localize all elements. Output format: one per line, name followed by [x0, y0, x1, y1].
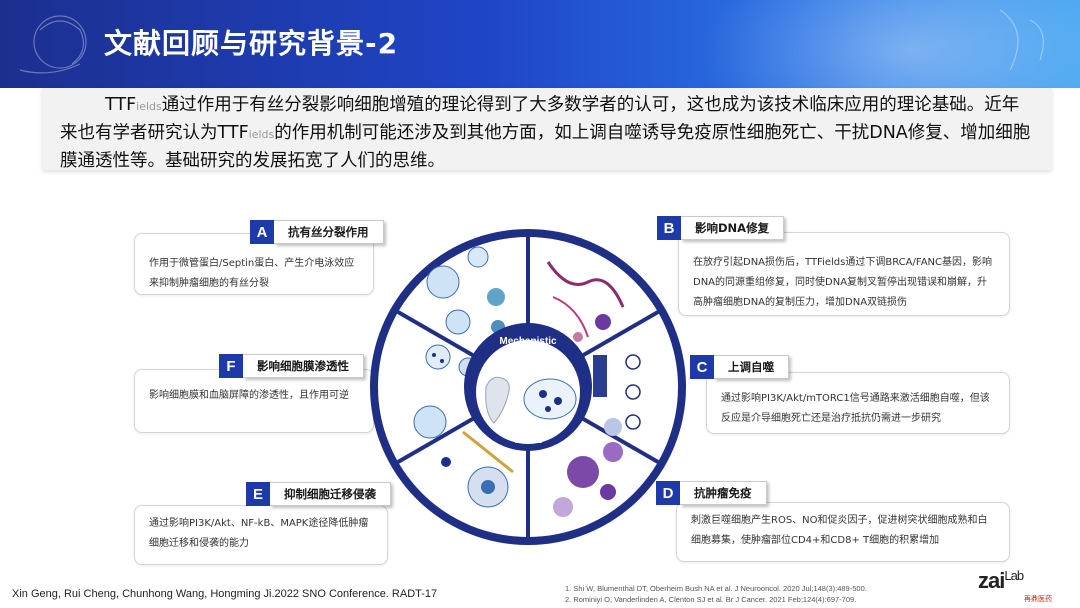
tag-b-letter: B — [657, 216, 681, 240]
tag-a: A 抗有丝分裂作用 — [250, 220, 384, 244]
footer-citation: Xin Geng, Rui Cheng, Chunhong Wang, Hong… — [12, 588, 438, 600]
intro-line1-small: ields — [136, 100, 162, 113]
panel-f: 影响细胞膜和血脑屏障的渗透性，且作用可逆 — [134, 369, 374, 433]
tag-f: F 影响细胞膜渗透性 — [219, 354, 364, 378]
panel-b-text: 在放疗引起DNA损伤后，TTFields通过下调BRCA/FANC基因，影响DN… — [693, 257, 992, 308]
header-banner: 文献回顾与研究背景-2 — [0, 0, 1080, 88]
panel-f-text: 影响细胞膜和血脑屏障的渗透性，且作用可逆 — [149, 390, 349, 401]
tag-c: C 上调自噬 — [690, 355, 789, 379]
header-glow — [700, 0, 1080, 88]
tag-d-letter: D — [656, 481, 680, 505]
sector-c-art — [593, 354, 641, 436]
intro-line1-a: TTF — [105, 95, 137, 115]
intro-paragraph: TTFields通过作用于有丝分裂影响细胞增殖的理论得到了大多数学者的认可，这也… — [60, 92, 1036, 174]
company-logo: zaiLab 再鼎医药 — [978, 568, 1070, 604]
tag-d: D 抗肿瘤免疫 — [656, 481, 767, 505]
tag-f-letter: F — [219, 354, 243, 378]
diagram-center-line1: Mechanistic — [499, 336, 557, 347]
logo-subtext: 再鼎医药 — [1024, 595, 1052, 603]
panel-e-text: 通过影响PI3K/Akt、NF-kB、MAPK途径降低肿瘤细胞迁移和侵袭的能力 — [149, 518, 369, 549]
intro-box: TTFields通过作用于有丝分裂影响细胞增殖的理论得到了大多数学者的认可，这也… — [42, 88, 1052, 171]
panel-c-text: 通过影响PI3K/Akt/mTORC1信号通路来激活细胞自噬，但该反应是介导细胞… — [721, 393, 990, 424]
tag-d-label: 抗肿瘤免疫 — [680, 481, 767, 505]
intro-line2-small: ields — [248, 128, 275, 141]
tag-a-label: 抗有丝分裂作用 — [274, 220, 384, 244]
panel-d: 刺激巨噬细胞产生ROS、NO和促炎因子，促进树突状细胞成熟和白细胞募集，使肿瘤部… — [676, 502, 1010, 562]
logo-sup: Lab — [1004, 568, 1024, 583]
intro-line2-a: 论基础。近年来也有学者研究认为TTF — [60, 95, 1020, 143]
footer-references: 1. Shi W, Blumenthal DT, Oberheim Bush N… — [565, 583, 867, 605]
tag-e: E 抑制细胞迁移侵袭 — [246, 482, 391, 506]
reference-2: 2. Rominiyi O, Vanderlinden A, Clenton S… — [565, 595, 857, 604]
diagram-center-line3: TTFields — [514, 438, 543, 445]
intro-line2-b: 的作用机制可能还涉及到其他方面，如上调自噬诱导免疫原性细胞死 — [274, 123, 800, 143]
reference-1: 1. Shi W, Blumenthal DT, Oberheim Bush N… — [565, 584, 867, 593]
panel-e: 通过影响PI3K/Akt、NF-kB、MAPK途径降低肿瘤细胞迁移和侵袭的能力 — [134, 505, 388, 565]
tag-e-label: 抑制细胞迁移侵袭 — [270, 482, 391, 506]
panel-c: 通过影响PI3K/Akt/mTORC1信号通路来激活细胞自噬，但该反应是介导细胞… — [706, 372, 1010, 434]
logo-text: zaiLab — [978, 568, 1070, 594]
panel-b: 在放疗引起DNA损伤后，TTFields通过下调BRCA/FANC基因，影响DN… — [678, 232, 1010, 316]
intro-line1-b: 通过作用于有丝分裂影响细胞增殖的理论得到了大多数学者的认可，这也成为该技术临床应… — [161, 95, 915, 115]
tag-a-letter: A — [250, 220, 274, 244]
tag-f-label: 影响细胞膜渗透性 — [243, 354, 364, 378]
tag-c-label: 上调自噬 — [714, 355, 789, 379]
sector-b-art — [546, 261, 625, 342]
tag-b-label: 影响DNA修复 — [681, 216, 785, 240]
panel-d-text: 刺激巨噬细胞产生ROS、NO和促炎因子，促进树突状细胞成熟和白细胞募集，使肿瘤部… — [691, 515, 988, 546]
logo-main: zai — [978, 568, 1005, 593]
tag-b: B 影响DNA修复 — [657, 216, 785, 240]
header-decoration — [19, 9, 1044, 74]
tag-e-letter: E — [246, 482, 270, 506]
page-title: 文献回顾与研究背景-2 — [104, 27, 399, 60]
panel-a-text: 作用于微管蛋白/Septin蛋白、产生介电泳效应来抑制肿瘤细胞的有丝分裂 — [149, 258, 355, 289]
sector-d-art — [553, 442, 623, 517]
diagram-center-line2: basis of — [509, 349, 547, 360]
diagram-center-art — [485, 376, 577, 424]
sector-e-art — [441, 430, 514, 508]
mechanism-diagram: Mechanistic basis of TTFields — [370, 229, 686, 545]
intro-line3: 亡、干扰DNA修复、增加细胞膜通透性等。基础研究的发展拓宽了人们的思维。 — [60, 123, 1031, 171]
tag-c-letter: C — [690, 355, 714, 379]
sector-a-art — [426, 246, 505, 335]
